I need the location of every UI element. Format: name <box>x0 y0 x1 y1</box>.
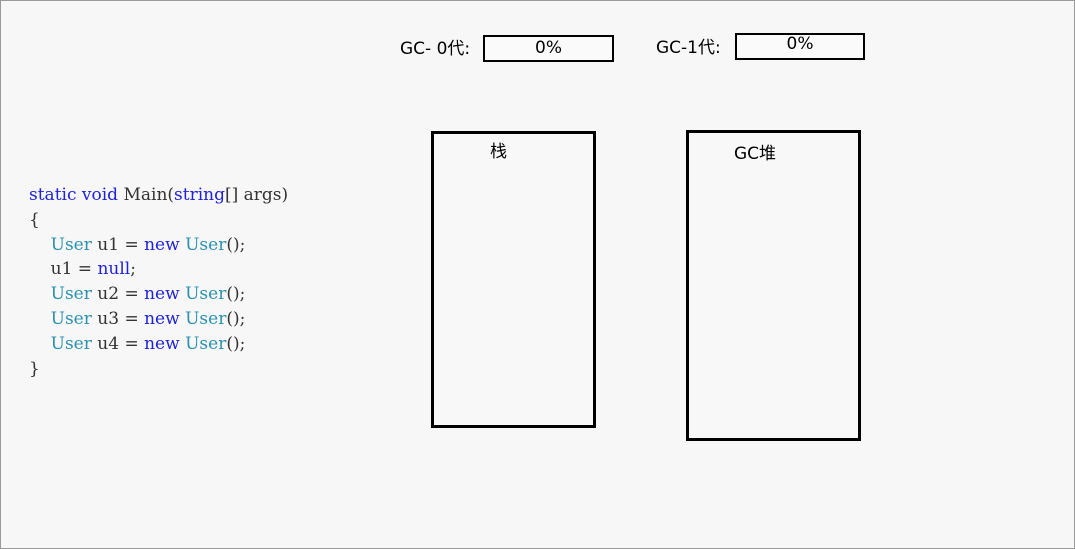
code-text: [] args) <box>224 185 289 205</box>
code-type: User <box>185 234 227 255</box>
code-text: u3 = <box>91 308 145 329</box>
code-line: } <box>29 357 288 382</box>
code-text: u1 = <box>91 234 145 255</box>
code-keyword: new <box>144 308 180 329</box>
gc-gen1-value-box: 0% <box>735 33 865 60</box>
code-type: User <box>50 333 92 354</box>
code-type: User <box>185 333 227 354</box>
code-listing: static void Main(string[] args){ User u1… <box>29 183 288 381</box>
code-keyword: string <box>174 185 225 205</box>
code-text: } <box>29 358 40 379</box>
code-keyword: new <box>144 284 180 305</box>
code-line: { <box>29 208 288 233</box>
code-type: User <box>185 308 227 329</box>
code-text <box>29 334 51 354</box>
code-line: User u4 = new User(); <box>29 332 288 357</box>
code-line: u1 = null; <box>29 257 288 282</box>
code-keyword: new <box>144 234 180 255</box>
code-keyword: static <box>29 185 77 205</box>
code-text: (); <box>226 284 246 305</box>
code-type: User <box>185 284 227 305</box>
code-text: (); <box>226 234 246 255</box>
code-line: User u3 = new User(); <box>29 307 288 332</box>
code-text: Main( <box>118 185 175 205</box>
code-text: u1 = <box>29 259 98 280</box>
code-type: User <box>50 234 92 255</box>
stack-panel <box>431 131 596 428</box>
code-text: u2 = <box>91 284 145 305</box>
code-keyword: new <box>144 333 180 354</box>
gc-gen0-value-box: 0% <box>483 35 614 62</box>
gc-gen1-value: 0% <box>786 34 814 54</box>
heap-panel <box>686 130 861 441</box>
code-text: { <box>29 209 40 230</box>
code-line: static void Main(string[] args) <box>29 183 288 208</box>
heap-title: GC堆 <box>734 144 777 164</box>
code-text: ; <box>130 259 136 280</box>
stack-title: 栈 <box>490 142 507 162</box>
gc-gen0-label: GC- 0代: <box>400 39 471 59</box>
gc-gen0-value: 0% <box>535 38 562 58</box>
gc-gen1-label: GC-1代: <box>656 38 721 58</box>
code-text: (); <box>226 308 246 329</box>
code-type: User <box>50 284 92 305</box>
code-line: User u1 = new User(); <box>29 233 288 258</box>
code-text <box>29 309 51 329</box>
code-text: (); <box>226 333 246 354</box>
code-line: User u2 = new User(); <box>29 282 288 307</box>
code-text <box>29 284 51 304</box>
code-keyword: void <box>81 185 119 205</box>
code-text <box>29 235 51 255</box>
code-keyword: null <box>97 259 131 280</box>
code-text: u4 = <box>91 333 145 354</box>
code-type: User <box>50 308 92 329</box>
